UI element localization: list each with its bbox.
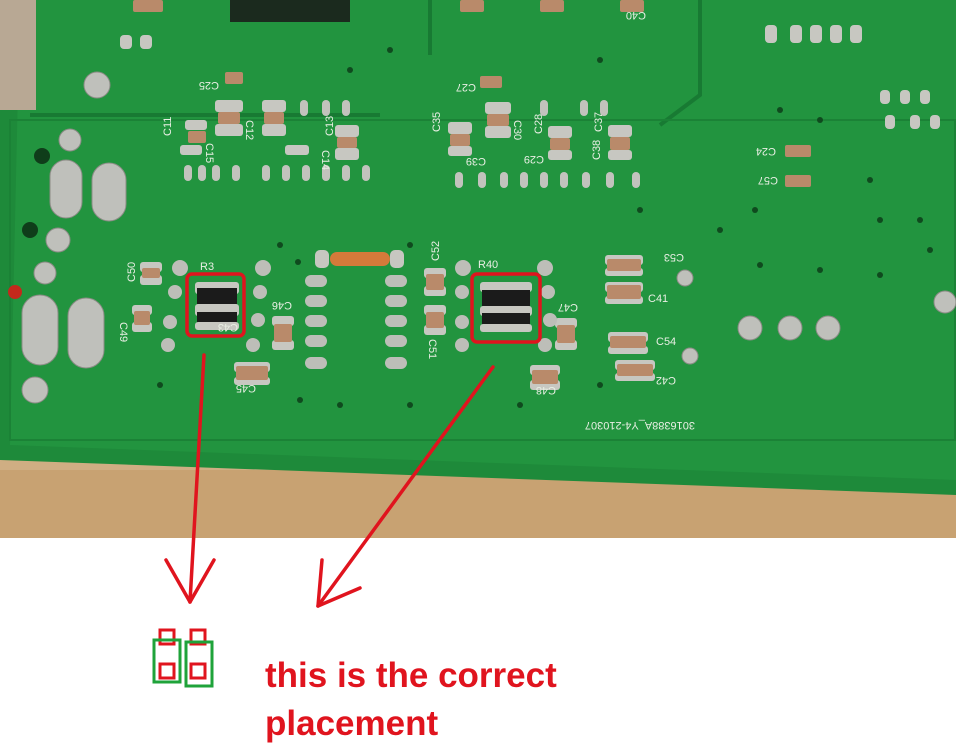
caption-line-1: this is the correct — [265, 656, 557, 695]
silk-c49: C49 — [117, 322, 129, 342]
silk-c40: C40 — [626, 9, 646, 21]
arrow-left-shaft — [188, 353, 206, 604]
silk-c42: C42 — [656, 374, 676, 386]
silk-c37: C37 — [593, 112, 605, 132]
silk-c12: C12 — [243, 120, 255, 140]
silk-c51: C51 — [426, 339, 438, 359]
highlight-box-left — [185, 272, 246, 338]
silk-r3: R3 — [200, 261, 214, 273]
silk-c50: C50 — [126, 262, 138, 282]
silk-c39: C39 — [466, 155, 486, 167]
silk-c27: C27 — [456, 81, 476, 93]
silk-r40: R40 — [478, 259, 498, 271]
silk-c57: C57 — [758, 174, 778, 186]
pcb-illustration: 3016388A_Y4-210307 — [0, 0, 956, 538]
board-code: 3016388A_Y4-210307 — [585, 419, 695, 431]
silk-c53: C53 — [664, 251, 684, 263]
silk-c38: C38 — [591, 140, 603, 160]
arrow-right-head — [316, 558, 362, 608]
silk-c41: C41 — [648, 293, 668, 305]
silk-c30: C30 — [511, 120, 523, 140]
silk-c13: C13 — [324, 116, 336, 136]
silk-c29: C29 — [524, 153, 544, 165]
highlight-box-right — [470, 272, 542, 344]
pcb-photo: 3016388A_Y4-210307 — [0, 0, 956, 538]
silk-c14: C14 — [319, 150, 331, 170]
silk-c28: C28 — [533, 114, 545, 134]
silk-c25: C25 — [199, 79, 219, 91]
correct-placement-diagram — [152, 628, 214, 688]
silk-c46: C46 — [272, 299, 292, 311]
silk-c47: C47 — [558, 301, 578, 313]
arrow-left-head — [164, 558, 216, 604]
silk-c24: C24 — [756, 145, 776, 157]
silk-c48: C48 — [536, 384, 556, 396]
silk-c35: C35 — [431, 112, 443, 132]
caption-line-2: placement — [265, 704, 439, 743]
arrow-right-shaft — [316, 365, 495, 608]
silk-c45: C45 — [236, 382, 256, 394]
placement-caption: this is the correct placement — [265, 652, 557, 748]
silk-c11: C11 — [162, 117, 174, 136]
silk-c52: C52 — [430, 241, 442, 261]
silk-c54: C54 — [656, 336, 676, 348]
silk-c15: C15 — [203, 143, 215, 163]
silk-c43: C43 — [218, 321, 238, 333]
